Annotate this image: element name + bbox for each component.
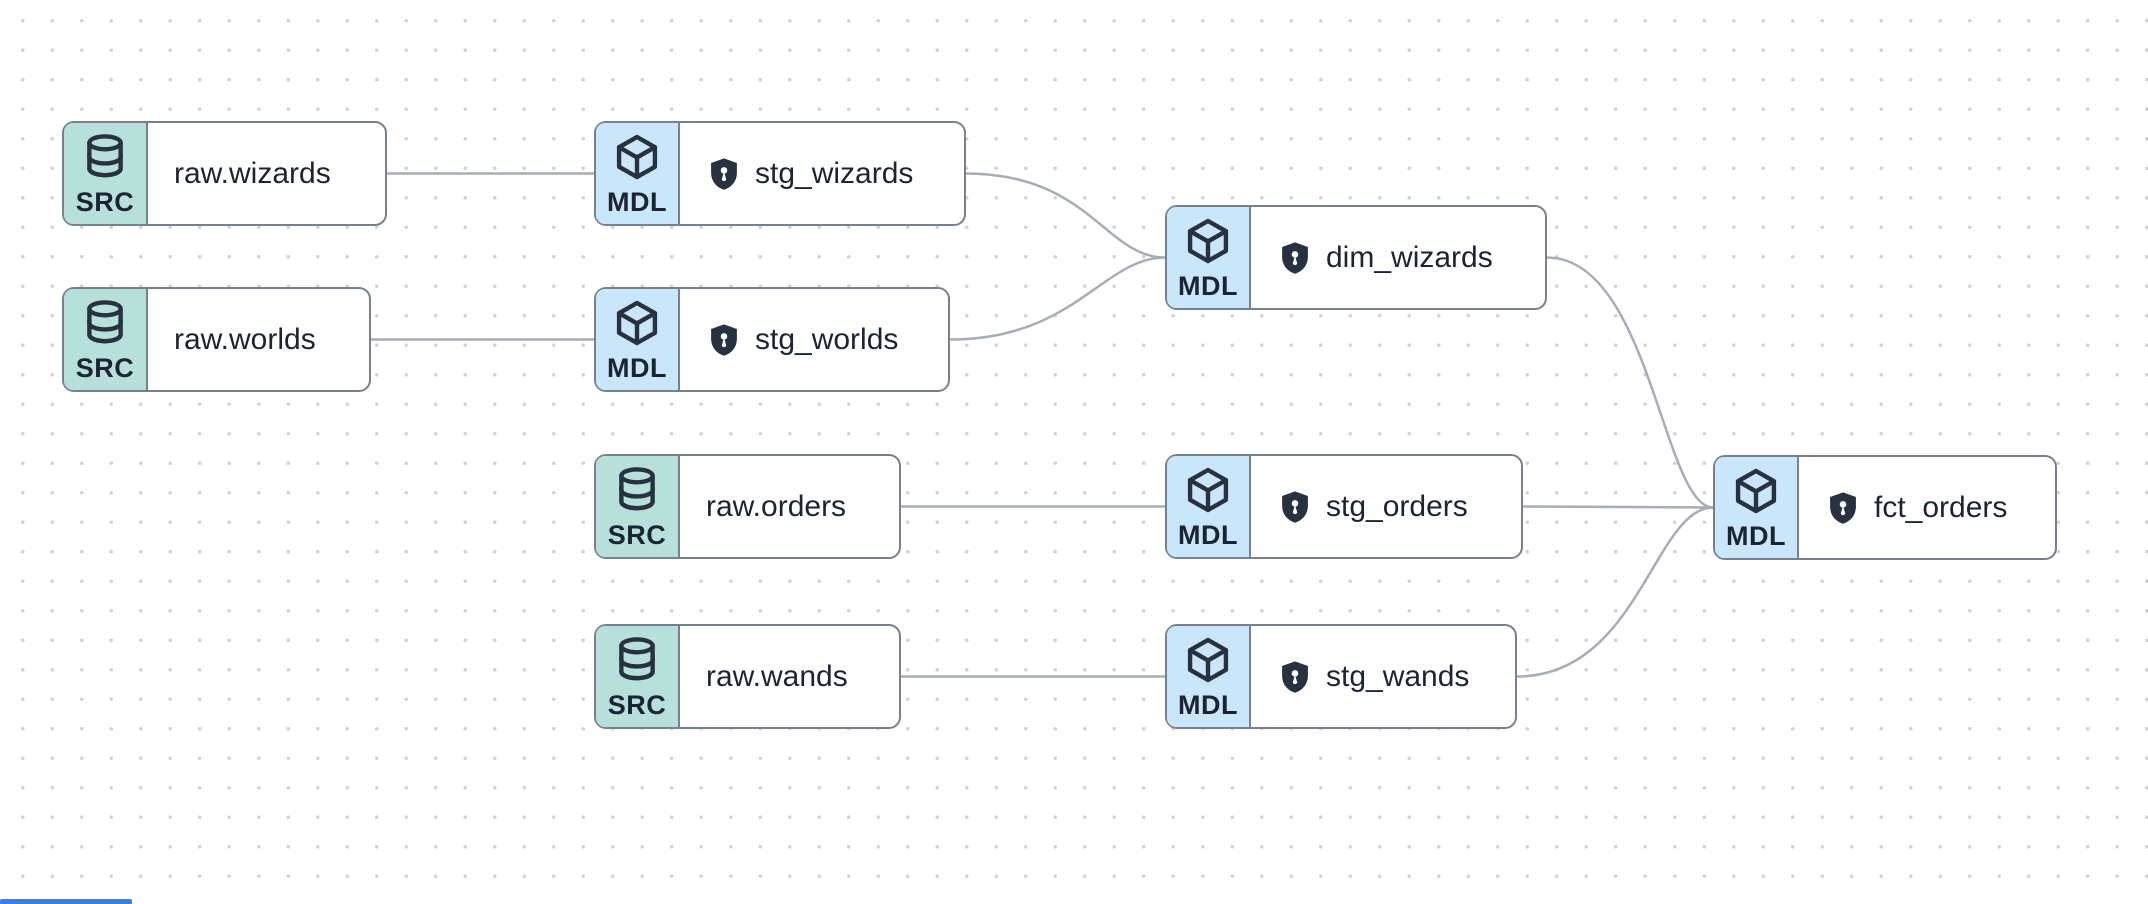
database-icon: [619, 637, 655, 681]
lineage-node-stg_worlds[interactable]: MDL stg_worlds: [594, 287, 950, 392]
node-type-badge: SRC: [596, 626, 680, 727]
node-label-area: dim_wizards: [1251, 207, 1523, 308]
node-name-label: stg_orders: [1326, 489, 1468, 523]
edge-stg_worlds-to-dim_wizards[interactable]: [948, 256, 1167, 341]
lineage-node-stg_wands[interactable]: MDL stg_wands: [1165, 624, 1517, 729]
node-type-badge: MDL: [1167, 626, 1251, 727]
node-type-label: MDL: [607, 187, 667, 217]
node-type-badge: MDL: [596, 289, 680, 390]
shield-lock-icon: [711, 323, 737, 356]
database-icon: [619, 467, 655, 511]
node-name-label: fct_orders: [1874, 490, 2008, 524]
lineage-node-dim_wizards[interactable]: MDL dim_wizards: [1165, 205, 1547, 310]
node-type-badge: MDL: [596, 123, 680, 224]
node-type-badge: SRC: [64, 289, 148, 390]
node-type-badge: SRC: [64, 123, 148, 224]
shield-lock-icon: [1282, 241, 1308, 274]
node-type-badge: MDL: [1167, 207, 1251, 308]
node-label-area: stg_orders: [1251, 456, 1498, 557]
lineage-node-stg_wizards[interactable]: MDL stg_wizards: [594, 121, 966, 226]
node-name-label: stg_wands: [1326, 659, 1470, 693]
node-type-label: MDL: [607, 353, 667, 383]
node-name-label: dim_wizards: [1326, 240, 1493, 274]
node-name-label: stg_wizards: [755, 156, 914, 190]
lineage-node-fct_orders[interactable]: MDL fct_orders: [1713, 455, 2057, 560]
node-name-label: raw.wizards: [174, 156, 331, 190]
node-type-label: SRC: [607, 520, 667, 550]
shield-lock-icon: [711, 157, 737, 190]
lineage-node-raw.wizards[interactable]: SRC raw.wizards: [62, 121, 387, 226]
node-label-area: raw.worlds: [148, 289, 346, 390]
node-type-label: MDL: [1178, 520, 1238, 550]
edge-dim_wizards-to-fct_orders[interactable]: [1545, 256, 1715, 509]
lineage-node-raw.worlds[interactable]: SRC raw.worlds: [62, 287, 371, 392]
node-name-label: raw.wands: [706, 659, 848, 693]
bottom-left-accent-strip: [0, 899, 132, 904]
shield-lock-icon: [1282, 660, 1308, 693]
node-type-label: SRC: [75, 353, 135, 383]
node-label-area: stg_worlds: [680, 289, 928, 390]
node-label-area: raw.orders: [680, 456, 876, 557]
edge-stg_wizards-to-dim_wizards[interactable]: [964, 172, 1167, 259]
node-type-label: SRC: [607, 690, 667, 720]
node-type-badge: SRC: [596, 456, 680, 557]
node-label-area: raw.wands: [680, 626, 878, 727]
shield-lock-icon: [1830, 491, 1856, 524]
node-label-area: stg_wands: [1251, 626, 1499, 727]
node-type-label: MDL: [1178, 271, 1238, 301]
node-name-label: stg_worlds: [755, 322, 899, 356]
edge-stg_orders-to-fct_orders[interactable]: [1521, 505, 1715, 509]
lineage-node-raw.wands[interactable]: SRC raw.wands: [594, 624, 901, 729]
node-type-badge: MDL: [1167, 456, 1251, 557]
cube-icon: [1735, 468, 1777, 514]
edge-stg_wands-to-fct_orders[interactable]: [1515, 506, 1715, 678]
database-icon: [87, 300, 123, 344]
node-type-label: MDL: [1178, 690, 1238, 720]
node-type-badge: MDL: [1715, 457, 1799, 558]
cube-icon: [1187, 467, 1229, 513]
database-icon: [87, 134, 123, 178]
shield-lock-icon: [1282, 490, 1308, 523]
node-label-area: fct_orders: [1799, 457, 2037, 558]
node-type-label: SRC: [75, 187, 135, 217]
cube-icon: [1187, 218, 1229, 264]
lineage-node-raw.orders[interactable]: SRC raw.orders: [594, 454, 901, 559]
cube-icon: [1187, 637, 1229, 683]
node-label-area: raw.wizards: [148, 123, 361, 224]
lineage-node-stg_orders[interactable]: MDL stg_orders: [1165, 454, 1523, 559]
cube-icon: [616, 300, 658, 346]
cube-icon: [616, 134, 658, 180]
node-type-label: MDL: [1726, 521, 1786, 551]
node-name-label: raw.worlds: [174, 322, 316, 356]
node-name-label: raw.orders: [706, 489, 847, 523]
node-label-area: stg_wizards: [680, 123, 943, 224]
